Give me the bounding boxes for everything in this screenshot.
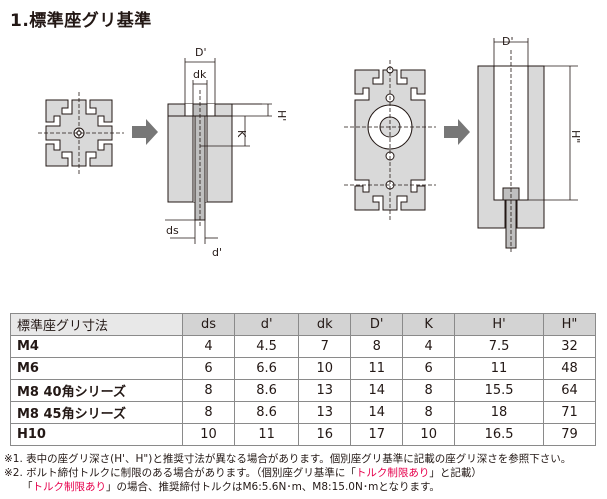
label-d-prime-lower: d' xyxy=(212,246,222,259)
table-cell: 17 xyxy=(350,423,404,446)
label-k: K xyxy=(235,130,248,138)
label-h-prime: H' xyxy=(275,110,288,121)
torque-limit-label: トルク制限あり xyxy=(32,481,107,493)
row-header-cell: M8 40角シリーズ xyxy=(10,379,183,402)
row-header-cell: H10 xyxy=(10,423,183,446)
table-cell: 6 xyxy=(402,357,456,380)
table-cell: 14 xyxy=(350,401,404,424)
table-cell: 11 xyxy=(454,357,544,380)
header-cell: ds xyxy=(182,313,235,336)
table-row: M8 40角シリーズ 8 8.6 13 14 8 15.5 64 xyxy=(10,379,597,402)
table-cell: 8 xyxy=(182,379,235,402)
table-cell: 10 xyxy=(182,423,235,446)
header-cell: H" xyxy=(542,313,597,336)
footnote-2-text: 」と記載） xyxy=(429,467,482,479)
table-cell: 8 xyxy=(402,379,456,402)
profile-large-centerlines xyxy=(344,60,436,222)
row-header-cell: M6 xyxy=(10,357,183,380)
label-d-prime-right: D' xyxy=(502,35,514,48)
table-cell: 8.6 xyxy=(233,401,300,424)
table-cell: 79 xyxy=(542,423,597,446)
table-cell: 13 xyxy=(298,401,352,424)
footnote-2: ※2. ボルト締付トルクに制限のある場合があります。（個別座グリ基準に「トルク制… xyxy=(4,466,571,480)
label-ds: ds xyxy=(166,224,179,237)
section-large xyxy=(477,50,545,252)
table-cell: 48 xyxy=(542,357,597,380)
table-header-row: 標準座グリ寸法 ds d' dk D' K H' H" xyxy=(10,313,597,336)
page-title: 1.標準座グリ基準 xyxy=(10,11,152,31)
profile-large xyxy=(354,66,426,211)
table-cell: 11 xyxy=(233,423,300,446)
label-dk: dk xyxy=(193,68,207,81)
table-cell: 8.6 xyxy=(233,379,300,402)
table-cell: 8 xyxy=(350,335,404,358)
table-row: M4 4 4.5 7 8 4 7.5 32 xyxy=(10,335,597,358)
spec-table: 標準座グリ寸法 ds d' dk D' K H' H" M4 4 4.5 7 8… xyxy=(10,313,597,446)
table-cell: 11 xyxy=(350,357,404,380)
table-cell: 32 xyxy=(542,335,597,358)
table-cell: 7 xyxy=(298,335,352,358)
section-small xyxy=(167,90,233,226)
table-cell: 10 xyxy=(298,357,352,380)
header-cell: K xyxy=(402,313,456,336)
table-cell: 4.5 xyxy=(233,335,300,358)
header-cell: d' xyxy=(233,313,300,336)
row-header-cell: M4 xyxy=(10,335,183,358)
footnote-3-text: 」の場合、推奨締付トルクはM6:5.6N･m、M8:15.0N･mとなります。 xyxy=(106,481,440,493)
header-cell: 標準座グリ寸法 xyxy=(10,313,183,336)
table-cell: 18 xyxy=(454,401,544,424)
profile-small-centerlines xyxy=(38,92,124,176)
header-cell: dk xyxy=(298,313,352,336)
table-cell: 6 xyxy=(182,357,235,380)
label-d-prime-upper: D' xyxy=(195,46,207,59)
torque-limit-label: トルク制限あり xyxy=(355,467,430,479)
arrow-icon xyxy=(444,119,470,145)
table-cell: 15.5 xyxy=(454,379,544,402)
table-row: H10 10 11 16 17 10 16.5 79 xyxy=(10,423,597,446)
footnote-2-text: ※2. ボルト締付トルクに制限のある場合があります。（個別座グリ基準に「 xyxy=(4,467,356,479)
label-h-double: H" xyxy=(569,130,582,143)
table-cell: 6.6 xyxy=(233,357,300,380)
table-cell: 10 xyxy=(402,423,456,446)
table-cell: 64 xyxy=(542,379,597,402)
arrow-icon xyxy=(132,119,158,145)
footnotes: ※1. 表中の座グリ深さ(H'、H")と推奨寸法が異なる場合があります。個別座グ… xyxy=(4,452,571,494)
table-cell: 13 xyxy=(298,379,352,402)
dimension-lines-small xyxy=(165,58,272,244)
table-row: M8 45角シリーズ 8 8.6 13 14 8 18 71 xyxy=(10,401,597,424)
table-cell: 16 xyxy=(298,423,352,446)
footnote-3: 「トルク制限あり」の場合、推奨締付トルクはM6:5.6N･m、M8:15.0N･… xyxy=(4,480,571,494)
row-header-cell: M8 45角シリーズ xyxy=(10,401,183,424)
footnote-1: ※1. 表中の座グリ深さ(H'、H")と推奨寸法が異なる場合があります。個別座グ… xyxy=(4,453,572,465)
table-cell: 4 xyxy=(182,335,235,358)
table-row: M6 6 6.6 10 11 6 11 48 xyxy=(10,357,597,380)
table-cell: 4 xyxy=(402,335,456,358)
table-cell: 16.5 xyxy=(454,423,544,446)
header-cell: D' xyxy=(350,313,404,336)
header-cell: H' xyxy=(454,313,544,336)
table-cell: 14 xyxy=(350,379,404,402)
table-cell: 7.5 xyxy=(454,335,544,358)
table-cell: 71 xyxy=(542,401,597,424)
profile-small xyxy=(45,99,113,167)
footnote-3-text: 「 xyxy=(22,481,33,493)
dimension-lines-large xyxy=(493,38,578,201)
counterbore-diagram: D' dk H' K ds d' xyxy=(38,35,582,259)
table-cell: 8 xyxy=(402,401,456,424)
table-cell: 8 xyxy=(182,401,235,424)
